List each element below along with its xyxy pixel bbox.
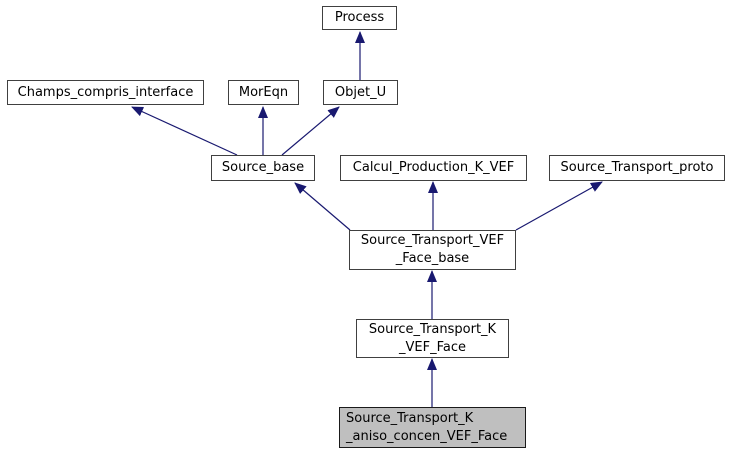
node-objet-u[interactable]: Objet_U (323, 80, 398, 105)
node-source-transport-k-aniso-concen-vef-face-label: Source_Transport_K _aniso_concen_VEF_Fac… (346, 410, 508, 444)
node-source-transport-vef-face-base[interactable]: Source_Transport_VEF _Face_base (349, 230, 516, 270)
node-source-transport-k-vef-face[interactable]: Source_Transport_K _VEF_Face (356, 319, 509, 358)
edge-source-base-to-champs-compris-interface (131, 106, 238, 156)
node-process[interactable]: Process (322, 6, 397, 30)
node-moreqn-label: MorEqn (238, 84, 289, 100)
edge-source-base-to-objet-u (281, 106, 340, 156)
node-calcul-production-k-vef[interactable]: Calcul_Production_K_VEF (340, 155, 527, 181)
node-source-transport-k-aniso-concen-vef-face: Source_Transport_K _aniso_concen_VEF_Fac… (339, 407, 526, 448)
node-champs-compris-interface[interactable]: Champs_compris_interface (7, 80, 204, 105)
node-source-transport-proto[interactable]: Source_Transport_proto (549, 155, 725, 181)
node-source-transport-vef-face-base-label: Source_Transport_VEF _Face_base (360, 233, 505, 266)
node-source-transport-k-vef-face-label: Source_Transport_K _VEF_Face (368, 321, 497, 355)
node-source-base-label: Source_base (221, 160, 305, 175)
node-moreqn[interactable]: MorEqn (228, 80, 299, 105)
edge-vef-face-base-to-source-transport-proto (515, 181, 603, 231)
node-calcul-production-k-vef-label: Calcul_Production_K_VEF (352, 160, 515, 175)
edge-vef-face-base-to-source-base (294, 182, 351, 231)
node-source-transport-proto-label: Source_Transport_proto (560, 160, 714, 175)
node-objet-u-label: Objet_U (334, 84, 387, 100)
node-champs-compris-interface-label: Champs_compris_interface (17, 84, 194, 100)
node-process-label: Process (334, 10, 385, 25)
node-source-base[interactable]: Source_base (211, 155, 315, 181)
